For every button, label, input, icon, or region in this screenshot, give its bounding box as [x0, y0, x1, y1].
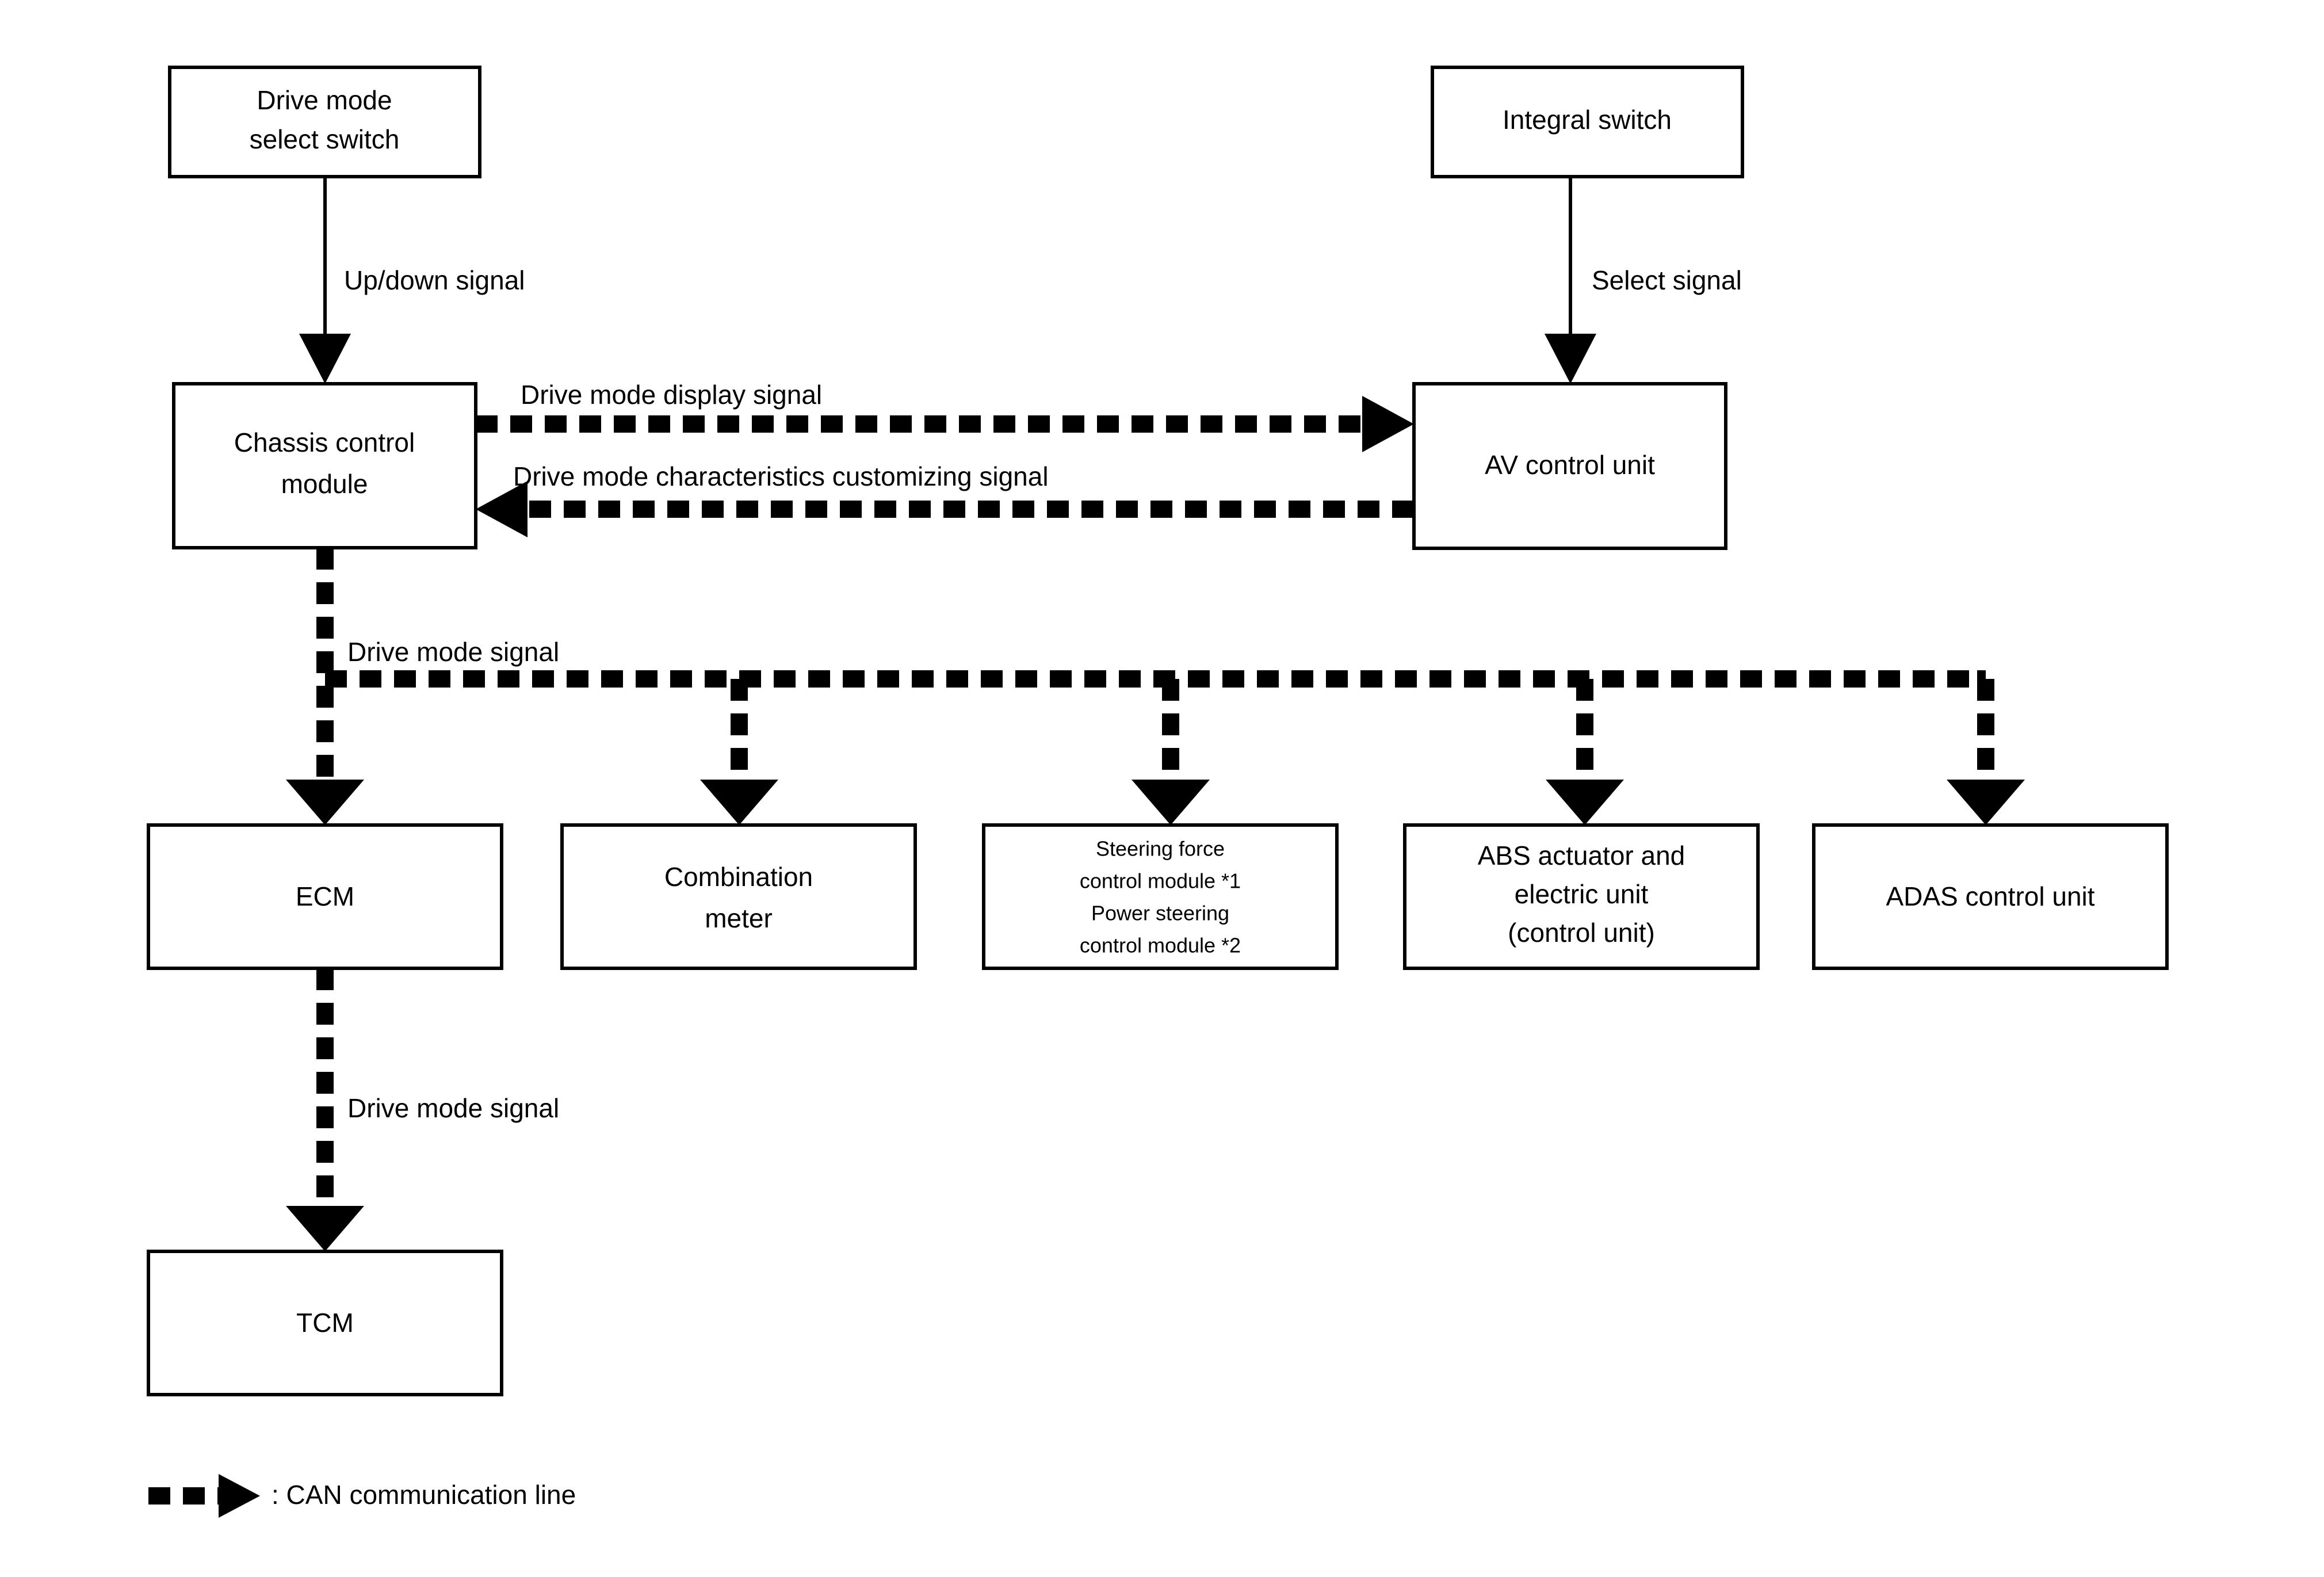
abs-actuator-label-line2: electric unit — [1515, 879, 1649, 909]
drive-mode-select-switch-label-line2: select switch — [250, 124, 400, 154]
abs-actuator-box[interactable] — [1403, 823, 1760, 970]
drive-mode-select-switch-box[interactable] — [168, 66, 481, 178]
combination-meter-box[interactable] — [560, 823, 917, 970]
integral-to-av-arrowhead — [1545, 334, 1596, 384]
edge-integral-to-av — [1545, 177, 1596, 384]
edge-chassis-bus — [286, 548, 2025, 825]
steering-control-module-label-line3: Power steering — [1091, 902, 1229, 925]
node-ecm[interactable]: ECM — [147, 823, 503, 970]
chassis-control-module-label-line2: module — [281, 469, 368, 499]
integral-switch-label: Integral switch — [1503, 105, 1672, 135]
steering-control-module-label-line4: control module *2 — [1080, 934, 1241, 957]
node-av-control-unit[interactable]: AV control unit — [1412, 382, 1727, 550]
chassis-control-module-box[interactable] — [172, 382, 477, 549]
av-control-unit-label: AV control unit — [1485, 450, 1655, 480]
steering-control-module-label-line2: control module *1 — [1080, 869, 1241, 893]
bus-to-adas-unit-arrowhead — [1947, 780, 2025, 825]
steering-control-module-box[interactable] — [982, 823, 1339, 970]
edge-chassis-to-av — [476, 396, 1414, 452]
node-steering-control-module[interactable]: Steering force control module *1 Power s… — [982, 823, 1339, 970]
av-control-unit-box[interactable] — [1412, 382, 1727, 550]
ecm-label: ECM — [296, 881, 354, 911]
bus-to-abs-actuator-arrowhead — [1546, 780, 1624, 825]
edge-label-drive-mode-signal-tcm: Drive mode signal — [347, 1093, 559, 1123]
tcm-label: TCM — [296, 1308, 354, 1338]
node-tcm[interactable]: TCM — [147, 1250, 503, 1396]
can-line-arrow-icon — [148, 1474, 260, 1518]
node-abs-actuator[interactable]: ABS actuator and electric unit (control … — [1403, 823, 1760, 970]
switch-to-chassis-arrowhead — [299, 334, 351, 384]
bus-to-steering-module-arrowhead — [1132, 780, 1210, 825]
edge-switch-to-chassis — [299, 177, 351, 384]
node-drive-mode-select-switch[interactable]: Drive mode select switch — [168, 66, 481, 178]
chassis-to-av-arrowhead — [1362, 396, 1414, 452]
drive-mode-select-switch-label-line1: Drive mode — [257, 85, 392, 115]
combination-meter-label-line1: Combination — [664, 862, 813, 892]
edge-av-to-chassis — [476, 481, 1414, 537]
node-combination-meter[interactable]: Combination meter — [560, 823, 917, 970]
adas-control-unit-box[interactable] — [1812, 823, 2169, 970]
node-integral-switch[interactable]: Integral switch — [1431, 66, 1744, 178]
chassis-control-module-label-line1: Chassis control — [234, 427, 415, 457]
edge-label-drive-mode-characteristics: Drive mode characteristics customizing s… — [513, 461, 1049, 491]
combination-meter-label-line2: meter — [705, 903, 773, 933]
integral-switch-box[interactable] — [1431, 66, 1744, 178]
edge-label-drive-mode-display-signal: Drive mode display signal — [521, 380, 822, 410]
edge-label-select-signal: Select signal — [1592, 265, 1742, 295]
legend: : CAN communication line — [148, 1474, 576, 1518]
abs-actuator-label-line1: ABS actuator and — [1478, 841, 1685, 870]
edge-ecm-to-tcm — [286, 968, 364, 1251]
tcm-box[interactable] — [147, 1250, 503, 1396]
legend-can-arrowhead — [219, 1474, 260, 1518]
edge-label-up-down-signal: Up/down signal — [344, 265, 525, 295]
bus-to-ecm-arrowhead — [286, 780, 364, 825]
steering-control-module-label-line1: Steering force — [1096, 837, 1225, 861]
ecm-to-tcm-arrowhead — [286, 1206, 364, 1251]
node-adas-control-unit[interactable]: ADAS control unit — [1812, 823, 2169, 970]
node-chassis-control-module[interactable]: Chassis control module — [172, 382, 477, 549]
bus-to-combination-meter-arrowhead — [700, 780, 778, 825]
abs-actuator-label-line3: (control unit) — [1508, 918, 1655, 948]
adas-control-unit-label: ADAS control unit — [1886, 881, 2094, 911]
edge-label-drive-mode-signal-bus: Drive mode signal — [347, 637, 559, 667]
av-to-chassis-arrowhead — [476, 481, 528, 537]
legend-text: : CAN communication line — [272, 1480, 576, 1510]
ecm-box[interactable] — [147, 823, 503, 970]
